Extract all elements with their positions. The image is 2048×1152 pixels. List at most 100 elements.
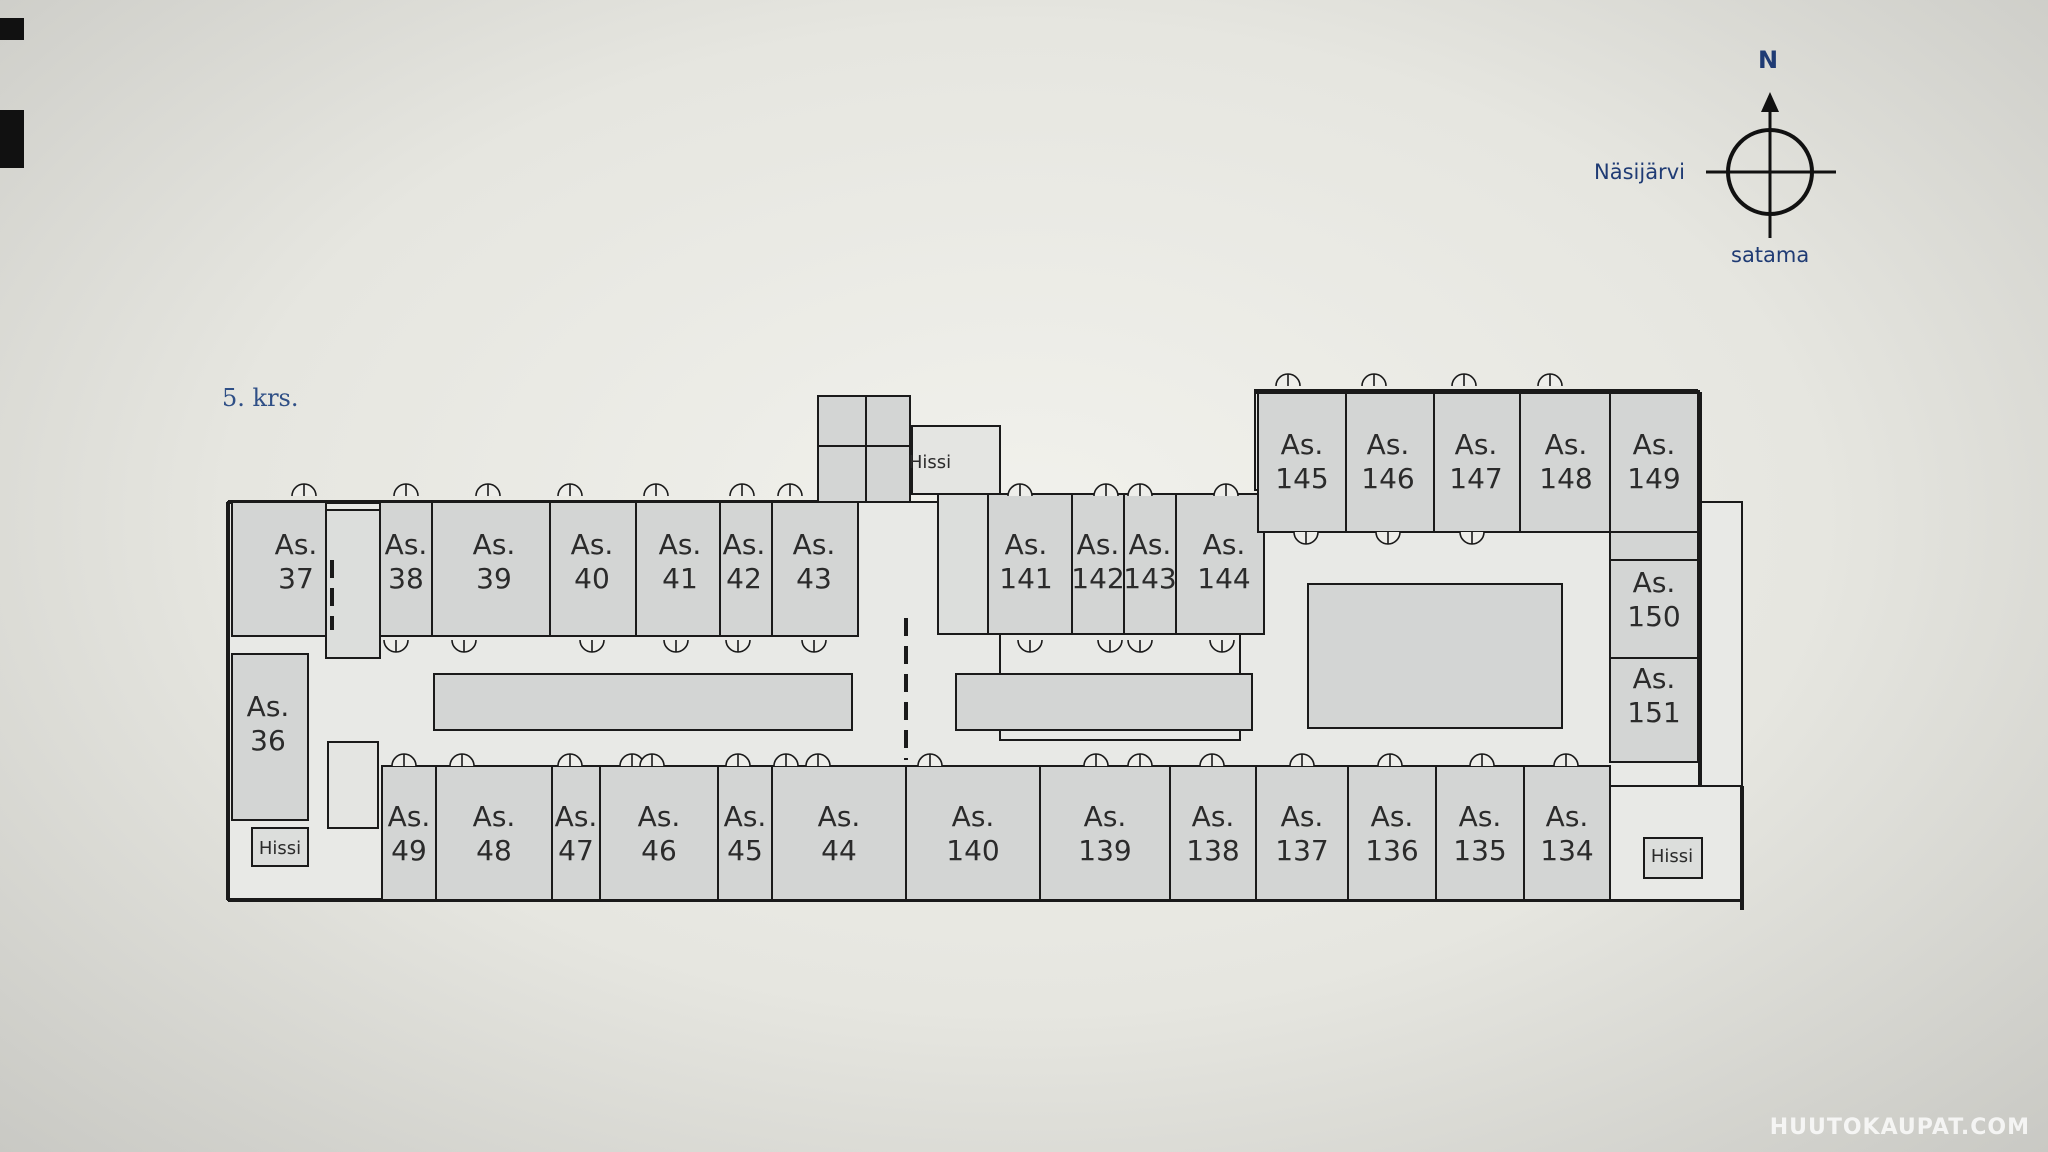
- door-icon: [639, 753, 665, 767]
- unit-room-south: [381, 765, 437, 901]
- unit-prefix: As.: [473, 528, 516, 561]
- unit-label: As.141: [999, 528, 1052, 595]
- door-icon: [1199, 753, 1225, 767]
- unit-room-south: [905, 765, 1041, 901]
- unit-prefix: As.: [1546, 800, 1589, 833]
- unit-label: As.135: [1453, 800, 1506, 867]
- unit-prefix: As.: [1455, 428, 1498, 461]
- unit-label: As.45: [724, 800, 767, 867]
- unit-label: As.140: [946, 800, 999, 867]
- unit-room-south: [599, 765, 719, 901]
- service-room-north: [937, 493, 989, 635]
- unit-room-east-spacer: [1609, 531, 1699, 561]
- unit-prefix: As.: [555, 800, 598, 833]
- compass-north-label: N: [1758, 46, 1779, 74]
- unit-room-south: [435, 765, 553, 901]
- unit-prefix: As.: [818, 800, 861, 833]
- door-icon: [1209, 639, 1235, 653]
- unit-prefix: As.: [1077, 528, 1120, 561]
- unit-prefix: As.: [1633, 566, 1676, 599]
- door-icon: [391, 753, 417, 767]
- unit-label: As.36: [247, 690, 290, 757]
- door-icon: [1377, 753, 1403, 767]
- watermark: HUUTOKAUPAT.COM: [1769, 1115, 2030, 1140]
- unit-prefix: As.: [247, 690, 290, 723]
- unit-label: As.145: [1275, 428, 1328, 495]
- unit-number: 140: [946, 834, 999, 867]
- unit-label: As.148: [1539, 428, 1592, 495]
- unit-number: 49: [391, 834, 427, 867]
- door-icon: [1293, 531, 1319, 545]
- unit-label: As.41: [659, 528, 702, 595]
- unit-label: As.149: [1627, 428, 1680, 495]
- door-icon: [1127, 483, 1153, 497]
- edge-mark-mid: [0, 110, 24, 168]
- door-icon: [805, 753, 831, 767]
- service-block: [817, 445, 871, 503]
- door-icon: [1017, 639, 1043, 653]
- unit-room-south: [717, 765, 773, 901]
- door-icon: [475, 483, 501, 497]
- unit-room-north: [1123, 493, 1177, 635]
- unit-prefix: As.: [724, 800, 767, 833]
- unit-label: As.48: [473, 800, 516, 867]
- unit-number: 36: [250, 724, 286, 757]
- unit-prefix: As.: [638, 800, 681, 833]
- unit-prefix: As.: [1367, 428, 1410, 461]
- door-icon: [1275, 373, 1301, 387]
- unit-number: 37: [278, 562, 314, 595]
- unit-prefix: As.: [1203, 528, 1246, 561]
- unit-room-north: [771, 501, 859, 637]
- service-block: [865, 395, 911, 447]
- door-icon: [1375, 531, 1401, 545]
- unit-prefix: As.: [1084, 800, 1127, 833]
- unit-room-south: [1347, 765, 1437, 901]
- unit-room-west: [231, 653, 309, 821]
- elevator-east: [1643, 837, 1703, 879]
- door-icon: [451, 639, 477, 653]
- unit-prefix: As.: [1633, 428, 1676, 461]
- unit-number: 48: [476, 834, 512, 867]
- unit-number: 150: [1627, 600, 1680, 633]
- unit-prefix: As.: [1281, 800, 1324, 833]
- compass-rose-icon: [1706, 92, 1836, 238]
- door-icon: [291, 483, 317, 497]
- unit-number: 151: [1627, 696, 1680, 729]
- door-icon: [1451, 373, 1477, 387]
- unit-number: 137: [1275, 834, 1328, 867]
- unit-number: 142: [1071, 562, 1124, 595]
- doors: [291, 373, 1579, 767]
- unit-label: As.142: [1071, 528, 1124, 595]
- unit-prefix: As.: [1281, 428, 1324, 461]
- unit-label: As.49: [388, 800, 431, 867]
- unit-room-north: [431, 501, 551, 637]
- unit-label: As.47: [555, 800, 598, 867]
- door-icon: [1007, 483, 1033, 497]
- unit-number: 136: [1365, 834, 1418, 867]
- corridor-island: [955, 673, 1253, 731]
- unit-label: As.146: [1361, 428, 1414, 495]
- unit-prefix: As.: [473, 800, 516, 833]
- unit-label: As.138: [1186, 800, 1239, 867]
- unit-room-south: [1039, 765, 1171, 901]
- edge-mark-top: [0, 18, 24, 40]
- unit-label: As.44: [818, 800, 861, 867]
- unit-room-north: [1071, 493, 1125, 635]
- door-icon: [1127, 639, 1153, 653]
- unit-room-south: [1255, 765, 1349, 901]
- unit-prefix: As.: [1545, 428, 1588, 461]
- unit-number: 143: [1123, 562, 1176, 595]
- unit-label: As.42: [723, 528, 766, 595]
- unit-room-north: [719, 501, 773, 637]
- building-structure: [226, 389, 1744, 910]
- stair-west: [327, 741, 379, 829]
- stair-shaft-west: [325, 509, 381, 659]
- unit-label: As.151: [1627, 662, 1680, 729]
- unit-room-north-east: [1519, 391, 1611, 533]
- door-icon: [773, 753, 799, 767]
- unit-prefix: As.: [1459, 800, 1502, 833]
- door-icon: [643, 483, 669, 497]
- unit-room-north-east: [1609, 391, 1699, 533]
- unit-room-east: [1609, 559, 1699, 659]
- unit-number: 40: [574, 562, 610, 595]
